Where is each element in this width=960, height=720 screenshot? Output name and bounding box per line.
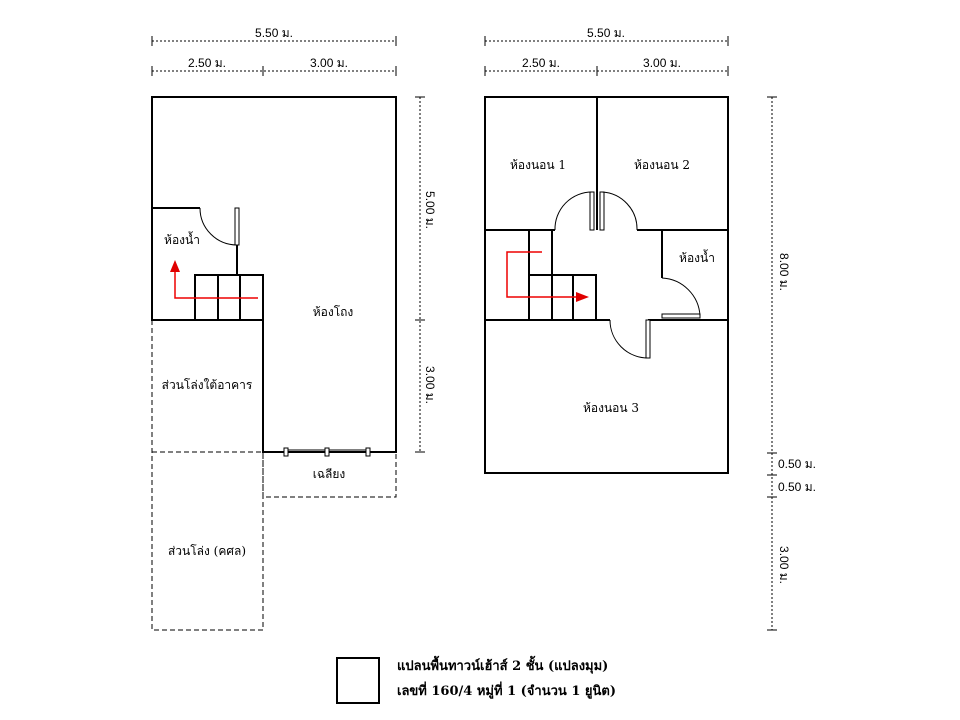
open-space-label: ส่วนโล่ง (คศล) bbox=[168, 544, 246, 558]
dim-depth-main: 8.00 ม. bbox=[777, 253, 791, 291]
stair-direction-arrow bbox=[506, 251, 589, 302]
room-bedroom2-label: ห้องนอน 2 bbox=[634, 158, 690, 172]
upper-walls bbox=[484, 96, 729, 474]
dim-right-width: 3.00 ม. bbox=[310, 56, 348, 70]
dim-depth-main: 5.00 ม. bbox=[423, 191, 437, 229]
dim-left-width: 2.50 ม. bbox=[188, 56, 226, 70]
dim-total-width: 5.50 ม. bbox=[587, 26, 625, 40]
stair-direction-arrow bbox=[170, 260, 258, 299]
ground-dashed-areas bbox=[151, 320, 397, 631]
dim-depth-front: 3.00 ม. bbox=[423, 366, 437, 404]
dim-depth-front: 3.00 ม. bbox=[777, 546, 791, 584]
dim-right-width: 3.00 ม. bbox=[643, 56, 681, 70]
ground-dimension-lines bbox=[151, 36, 425, 453]
ground-walls bbox=[151, 96, 397, 457]
upper-floor-plan: 5.50 ม. 2.50 ม. 3.00 ม. 8.00 ม. 0.50 ม. … bbox=[484, 26, 816, 631]
dim-left-width: 2.50 ม. bbox=[522, 56, 560, 70]
area-under-building-label: ส่วนโล่งใต้อาคาร bbox=[162, 378, 253, 392]
dim-offset-2: 0.50 ม. bbox=[778, 480, 816, 494]
dim-total-width: 5.50 ม. bbox=[255, 26, 293, 40]
legend-swatch bbox=[336, 657, 380, 704]
porch-label: เฉลียง bbox=[313, 467, 346, 481]
legend-address: เลขที่ 160/4 หมู่ที่ 1 (จำนวน 1 ยูนิต) bbox=[397, 681, 616, 699]
upper-dimension-lines bbox=[484, 36, 777, 631]
room-hall-label: ห้องโถง bbox=[313, 305, 354, 319]
room-bedroom1-label: ห้องนอน 1 bbox=[510, 158, 566, 172]
legend: แปลนพื้นทาวน์เฮ้าส์ 2 ชั้น (แปลงมุม) เลข… bbox=[336, 655, 616, 704]
ground-floor-plan: 5.50 ม. 2.50 ม. 3.00 ม. 5.00 ม. 3.00 ม. bbox=[151, 26, 437, 631]
room-bedroom3-label: ห้องนอน 3 bbox=[583, 401, 639, 415]
dim-offset-1: 0.50 ม. bbox=[778, 457, 816, 471]
legend-title: แปลนพื้นทาวน์เฮ้าส์ 2 ชั้น (แปลงมุม) bbox=[397, 655, 608, 674]
room-bathroom-label: ห้องน้ำ bbox=[164, 231, 200, 247]
room-bathroom-label: ห้องน้ำ bbox=[679, 249, 715, 265]
